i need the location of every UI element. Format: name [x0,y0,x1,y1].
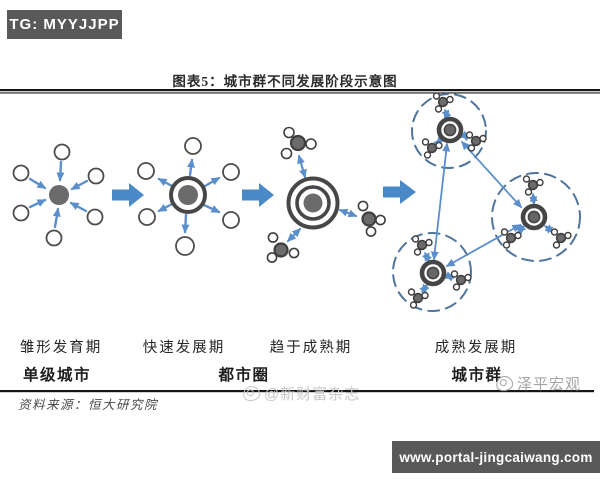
source-note: 资料来源：恒大研究院 [18,398,159,412]
stage-4-cluster-diagram [392,92,581,312]
weibo-icon [241,384,262,403]
stage-label-embryonic: 雏形发育期 [19,340,103,356]
sub-cluster-upper-left [280,126,317,160]
two-way-links [286,154,358,243]
bottom-rule [0,390,594,393]
stage-label-maturing: 趋于成熟期 [269,340,353,356]
satellite-towns [12,143,105,247]
stage-label-rapid: 快速发展期 [142,340,226,356]
central-city-node [49,185,69,205]
transition-arrow-3 [383,180,416,204]
stage-2-rapid-diagram [137,137,240,256]
right-watermark-text: 泽平宏观 [517,376,582,393]
category-label-single-city: 单级城市 [22,367,92,384]
center-watermark-text: @新财富杂志 [264,386,361,403]
sub-cluster-lower-left [266,232,300,263]
transition-arrow-1 [112,183,144,207]
satellite-towns [137,137,240,256]
category-label-city-cluster: 城市群 [451,367,503,384]
intra-cluster-links [419,108,555,294]
core-city-node [178,185,198,205]
right-watermark: 泽平宏观 [494,373,582,394]
outward-arrows [157,158,221,234]
center-watermark: @新财富杂志 [241,383,361,404]
transition-arrow-2 [242,183,274,207]
stage-3-maturing-diagram [266,126,386,263]
inward-arrows [28,160,89,229]
sub-cluster-right [357,200,386,237]
tg-badge: TG: MYYJJPP [7,10,122,39]
metro-core-node [303,193,323,213]
tg-badge-label: TG: MYYJJPP [9,16,120,33]
top-rule [0,89,600,94]
stage-1-embryonic-diagram [12,143,105,247]
figure-title: 图表5：城市群不同发展阶段示意图 [172,74,398,89]
category-label-metro-area: 都市圈 [218,367,270,384]
stage-label-mature: 成熟发展期 [434,340,518,356]
footer-url: www.portal-jingcaiwang.com [399,449,593,465]
footer-url-bar: www.portal-jingcaiwang.com [392,441,600,473]
weibo-icon [494,374,515,393]
